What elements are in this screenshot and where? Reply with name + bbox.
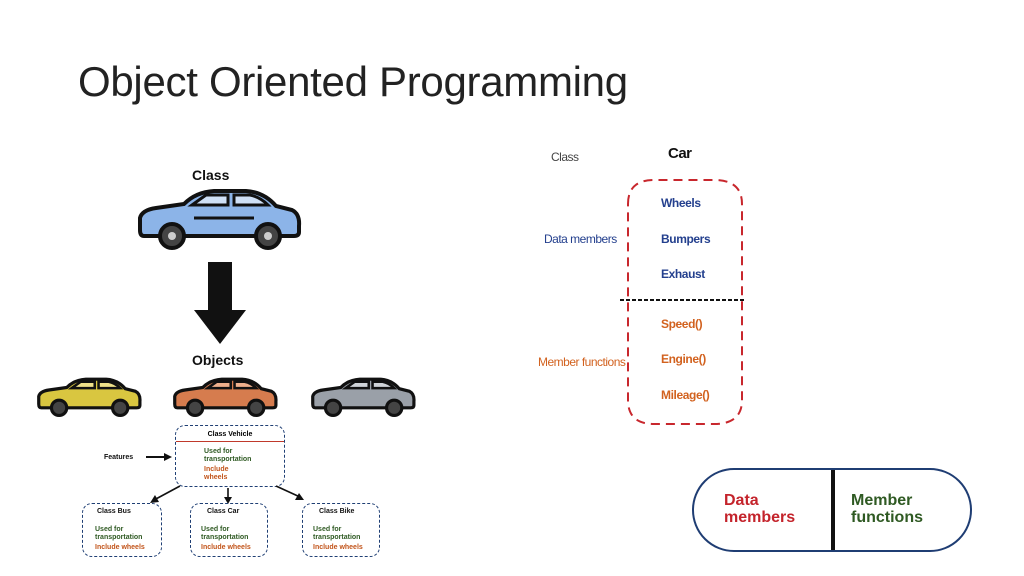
class-label: Class (192, 167, 230, 183)
class-pill: Data members Member functions (692, 468, 972, 552)
data-members-side-label: Data members (544, 232, 617, 246)
class-bike-line2: Include wheels (313, 544, 363, 551)
pill-member-functions: Member functions (851, 492, 923, 526)
class-vehicle-box: Class Vehicle Used for transportation In… (175, 425, 285, 487)
class-bike-box: Class Bike Used for transportation Inclu… (302, 503, 380, 557)
gray-car-icon (311, 377, 416, 418)
class-bike-title: Class Bike (319, 508, 355, 515)
pill-data-members: Data members (724, 492, 796, 526)
objects-label: Objects (192, 352, 244, 368)
member-function-item: Mileage() (661, 388, 710, 402)
class-side-label: Class (551, 150, 579, 164)
member-function-item: Engine() (661, 352, 706, 366)
class-car-line2: Include wheels (201, 544, 251, 551)
class-vehicle-line1: Used for transportation (204, 448, 252, 463)
features-arrow-icon (146, 453, 172, 461)
features-label: Features (104, 454, 134, 461)
class-name: Car (668, 145, 692, 162)
data-member-item: Bumpers (661, 232, 711, 246)
slide-title: Object Oriented Programming (78, 58, 628, 105)
class-vehicle-title: Class Vehicle (176, 426, 284, 442)
member-functions-side-label: Member functions (538, 355, 626, 369)
orange-car-icon (173, 377, 278, 418)
car-class-outline (620, 179, 746, 425)
pill-divider (831, 470, 835, 550)
class-bus-box: Class Bus Used for transportation Includ… (82, 503, 162, 557)
class-bus-line2: Include wheels (95, 544, 145, 551)
class-bus-line1: Used for transportation (95, 526, 143, 541)
member-function-item: Speed() (661, 317, 703, 331)
class-car-icon (138, 189, 302, 250)
class-car-title: Class Car (207, 508, 240, 515)
down-arrow-icon (194, 262, 246, 344)
class-bike-line1: Used for transportation (313, 526, 361, 541)
class-vehicle-line2: Include wheels (204, 466, 229, 481)
inheritance-arrows (150, 485, 304, 504)
class-bus-title: Class Bus (97, 508, 131, 515)
data-member-item: Wheels (661, 196, 701, 210)
yellow-car-icon (37, 377, 142, 418)
class-car-box: Class Car Used for transportation Includ… (190, 503, 268, 557)
class-car-line1: Used for transportation (201, 526, 249, 541)
data-member-item: Exhaust (661, 267, 705, 281)
